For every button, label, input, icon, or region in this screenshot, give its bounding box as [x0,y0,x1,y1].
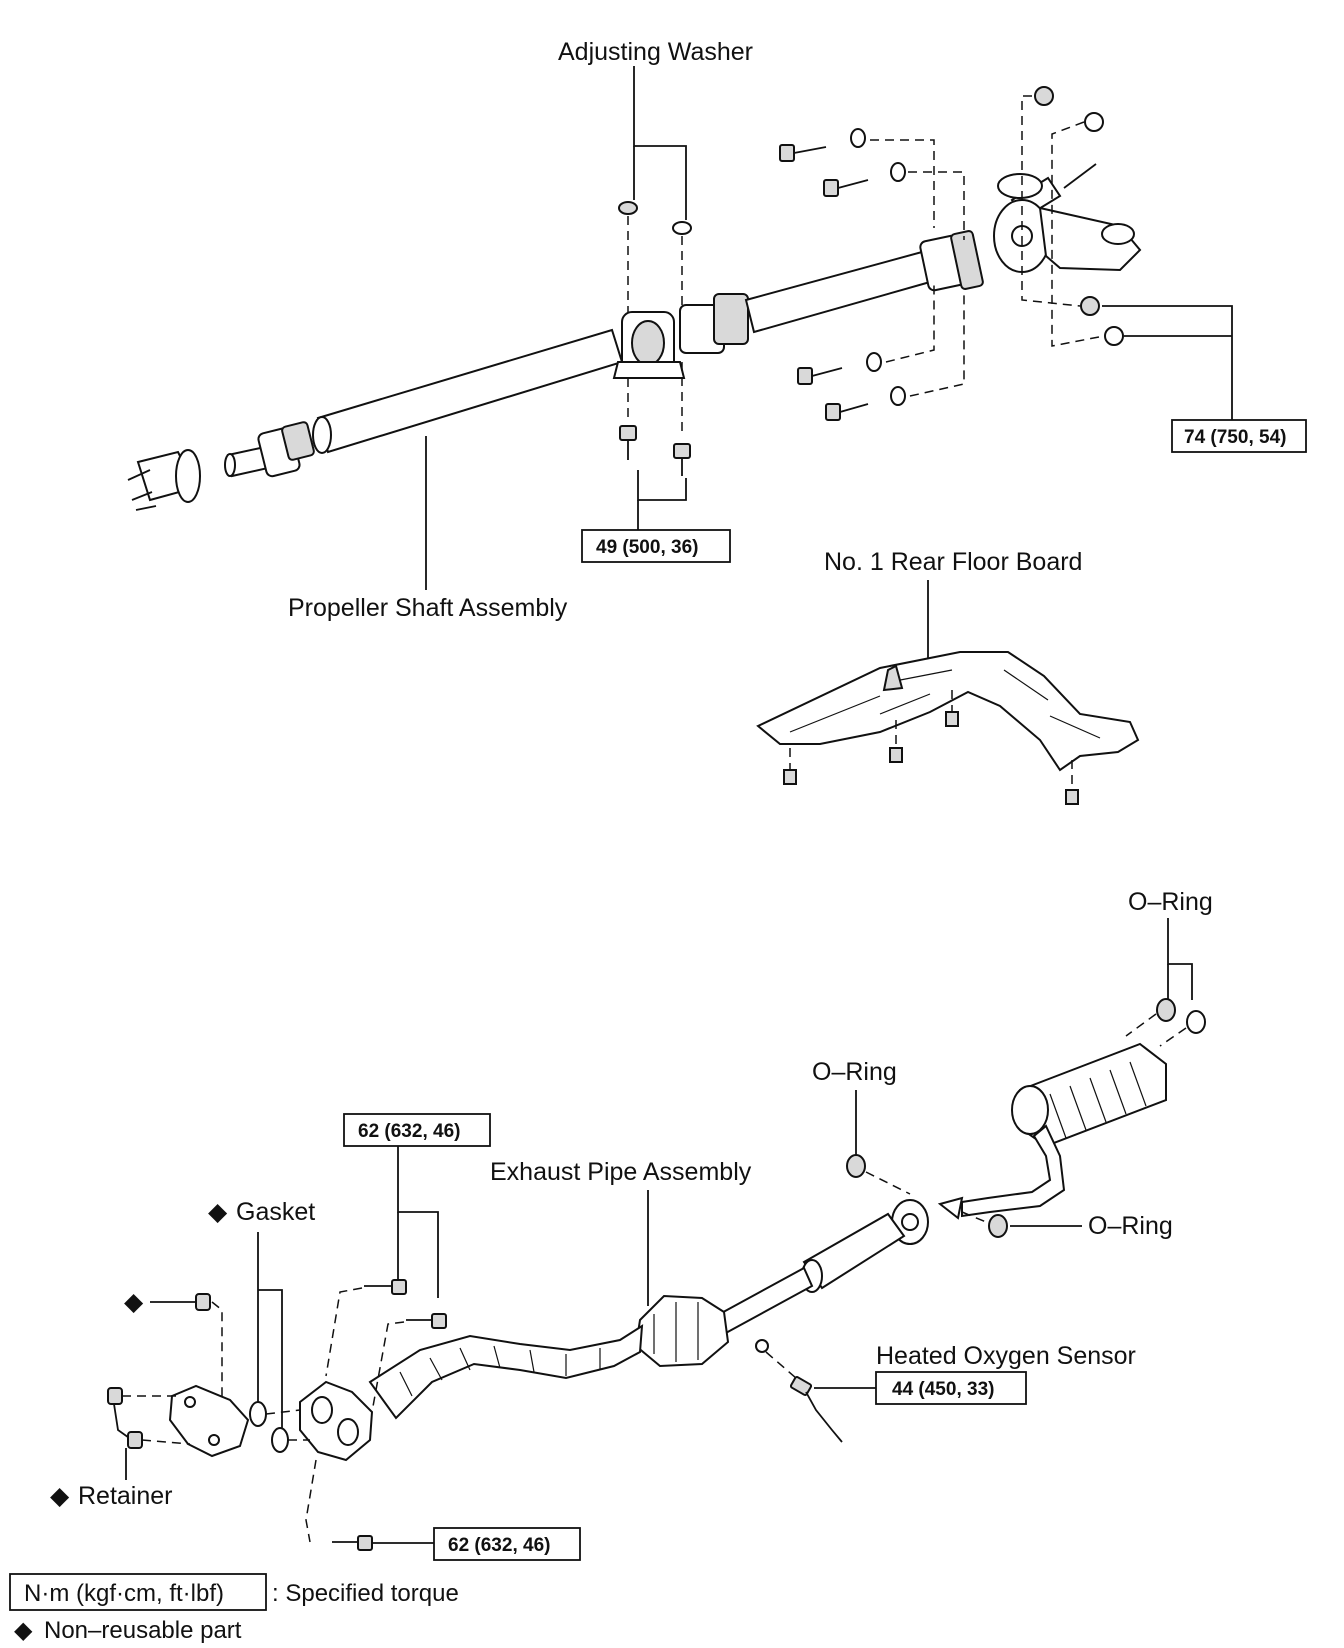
center-bearing-torque-box [581,529,731,563]
muffler [1011,1042,1167,1148]
gasket-diamond: ◆ [208,1198,228,1226]
legend-torque-box [9,1573,267,1611]
adjusting-washer-label: Adjusting Washer [558,38,753,66]
front-pipe-lower-bolt [332,1535,373,1551]
front-pipe-upper-torque-box [343,1113,491,1147]
center-bearing-torque: 49 (500, 36) [596,537,698,558]
o-ring-pair-top [1156,998,1206,1034]
flange-bolt-set [779,128,906,421]
rear-floor-board-label: No. 1 Rear Floor Board [824,548,1082,576]
o-ring-right [988,1214,1008,1238]
o-ring-mid-label: O–Ring [812,1058,897,1086]
legend-non-reusable: Non–reusable part [44,1617,242,1644]
exhaust-pipe-label: Exhaust Pipe Assembly [490,1158,752,1186]
oxygen-sensor-label: Heated Oxygen Sensor [876,1342,1136,1370]
tail-pipe [961,1124,1066,1218]
o-ring-mid [846,1154,866,1178]
front-pipe-lower-torque-box [433,1527,581,1561]
legend-torque-unit: N·m (kgf·cm, ft·lbf) [24,1580,224,1607]
rear-flange-torque-box [1171,419,1307,453]
oxygen-sensor-torque: 44 (450, 33) [892,1379,994,1400]
retainer-clip [107,1387,143,1449]
transmission-output-stub [127,449,201,511]
rear-floor-board [756,651,1140,772]
front-pipe-upper-bolts [364,1279,447,1329]
flange-nut-set [1034,86,1124,346]
oxygen-sensor-torque-box [875,1371,1027,1405]
floor-board-bolts [783,690,1079,805]
legend-diamond: ◆ [14,1617,33,1644]
front-pipe-upper-torque: 62 (632, 46) [358,1121,460,1142]
heated-oxygen-sensor [755,1339,843,1443]
rear-flange-torque: 74 (750, 54) [1184,427,1286,448]
retainer-label: Retainer [78,1482,173,1510]
o-ring-right-label: O–Ring [1088,1212,1173,1240]
manifold-nut [195,1293,211,1311]
front-pipe-lower-torque: 62 (632, 46) [448,1535,550,1556]
nut-diamond: ◆ [124,1288,144,1316]
differential-flange [993,163,1142,273]
retainer-diamond: ◆ [50,1482,70,1510]
propeller-shaft-assembly [224,230,984,478]
adjusting-washer-pair [618,201,692,235]
o-ring-top-label: O–Ring [1128,888,1213,916]
gasket-label: Gasket [236,1198,315,1226]
legend-torque-desc: : Specified torque [272,1580,459,1607]
propeller-shaft-label: Propeller Shaft Assembly [288,594,568,622]
exhaust-pipe-assembly [299,1212,906,1462]
center-bearing-bolts [619,425,691,476]
manifold-stud-flange [168,1384,250,1458]
